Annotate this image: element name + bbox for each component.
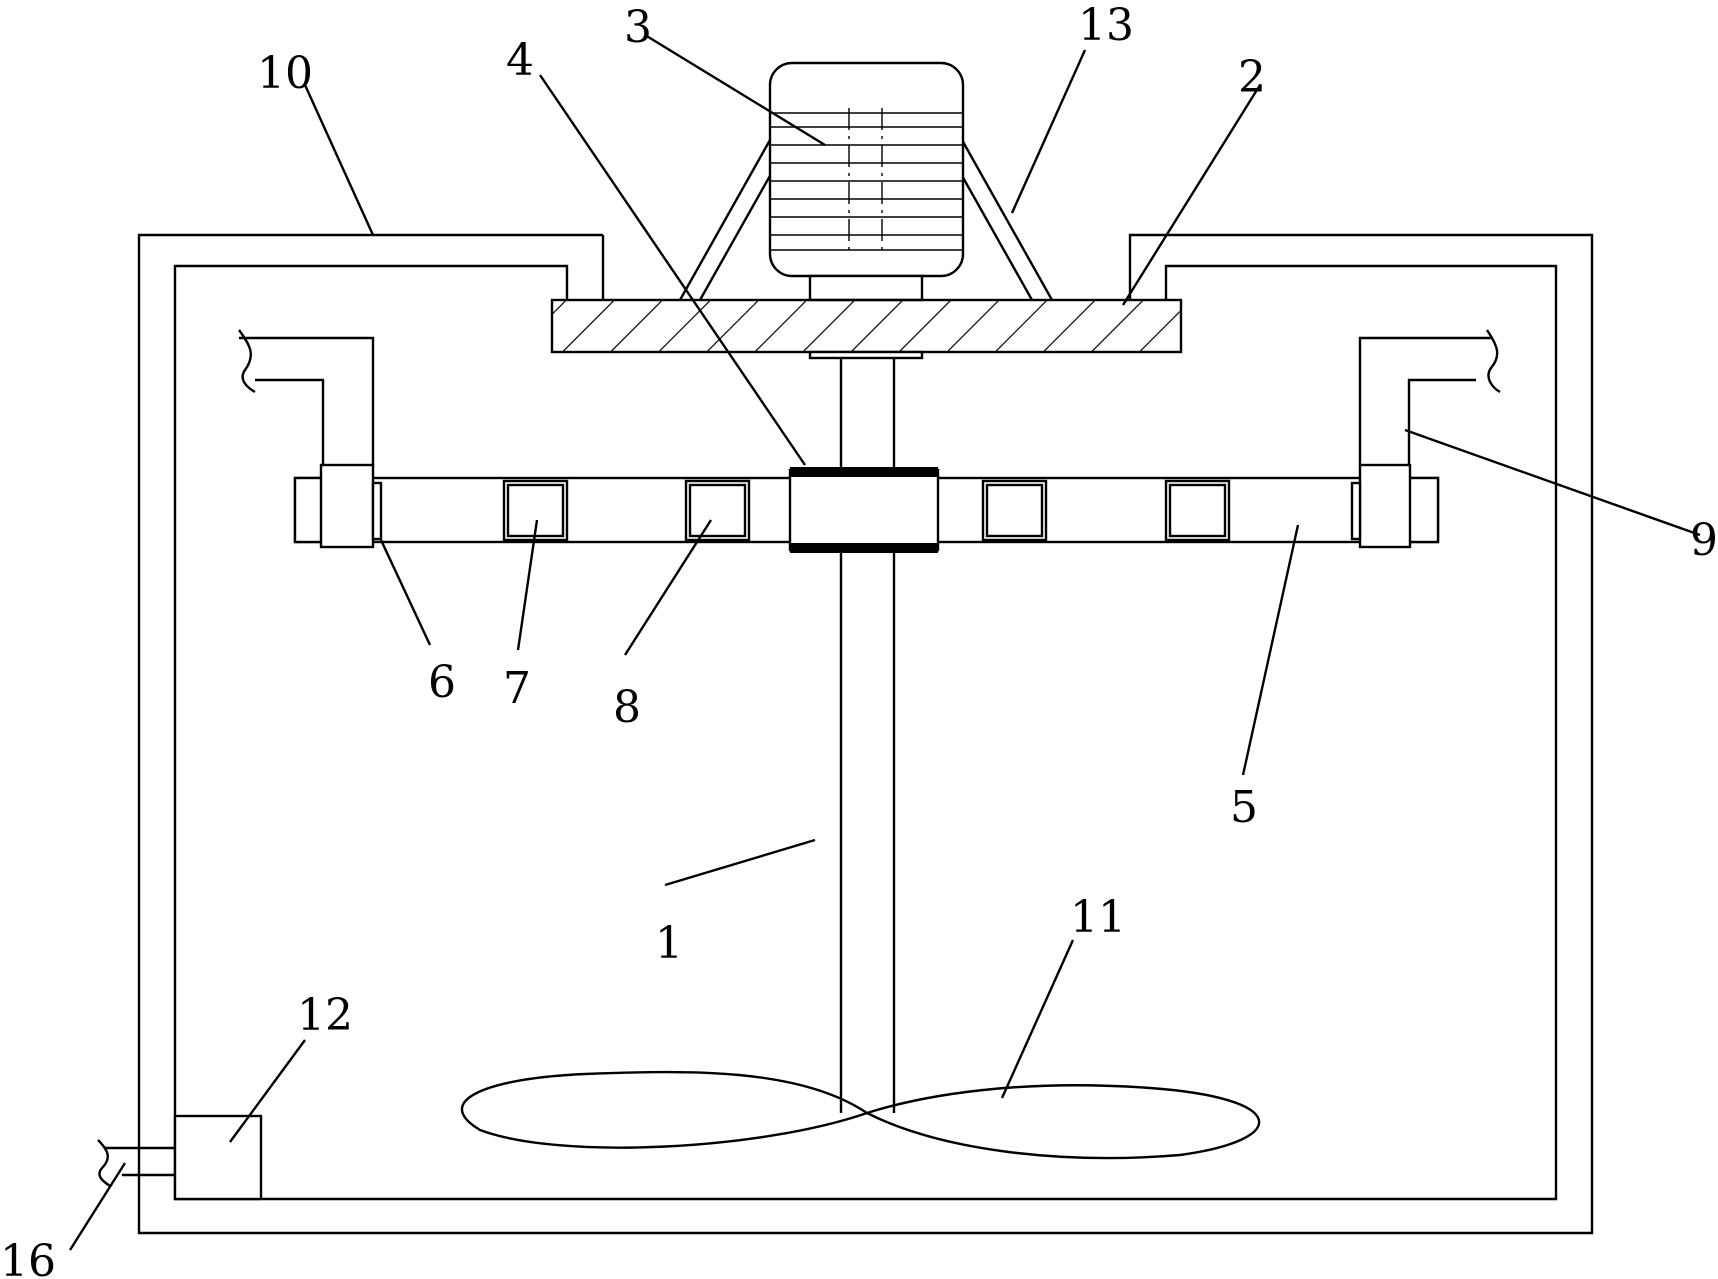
left-inlet-pipe-break — [238, 329, 256, 394]
right-inlet-pipe-break — [1486, 329, 1501, 394]
label-11: 11 — [1070, 892, 1126, 943]
label-3: 3 — [624, 2, 652, 53]
motor-stator-lines — [770, 112, 963, 251]
motor — [768, 61, 965, 302]
nozzles — [502, 479, 1231, 542]
leader-lines — [68, 33, 1701, 1251]
label-5: 5 — [1230, 782, 1258, 833]
label-8: 8 — [613, 682, 641, 733]
label-2: 2 — [1238, 52, 1266, 103]
motor-support-frame — [678, 139, 1054, 301]
left-joint-ring — [371, 481, 383, 541]
left-inlet-pipe — [239, 336, 375, 465]
outlet-pipe — [97, 1139, 175, 1187]
label-10: 10 — [257, 48, 313, 99]
lid-plate — [550, 298, 1183, 354]
label-6: 6 — [428, 657, 456, 708]
label-13: 13 — [1078, 0, 1134, 51]
right-joint-ring — [1350, 481, 1362, 541]
left-pipe-joint — [319, 463, 375, 549]
tank-inner-wall — [173, 264, 1558, 1201]
propeller-blades — [460, 1070, 1261, 1160]
label-4: 4 — [506, 35, 534, 86]
label-16: 16 — [0, 1236, 56, 1279]
right-inlet-pipe — [1358, 336, 1493, 465]
right-pipe-end-cap — [1406, 476, 1440, 544]
label-1: 1 — [655, 918, 683, 969]
right-pipe-joint — [1358, 463, 1412, 549]
discharge-box — [173, 1114, 263, 1201]
hub-band-bottom — [790, 543, 938, 553]
label-7: 7 — [503, 663, 531, 714]
tank-outer-wall — [137, 233, 1594, 1235]
label-9: 9 — [1690, 515, 1718, 566]
label-12: 12 — [297, 990, 353, 1041]
hub-band-top — [790, 467, 938, 477]
shaft-hub — [788, 468, 940, 552]
lid-bushing — [808, 350, 924, 360]
